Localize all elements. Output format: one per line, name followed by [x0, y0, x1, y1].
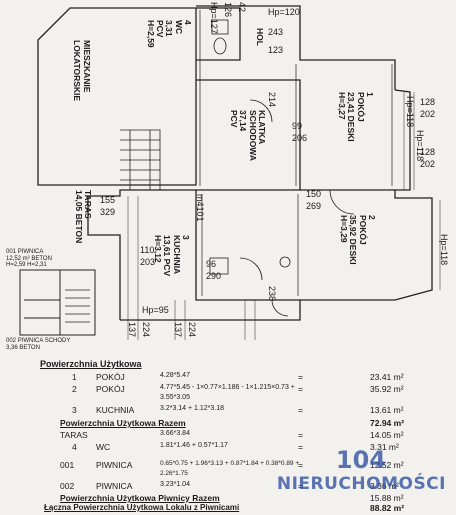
dim-label: 290 — [206, 271, 222, 281]
basement-outline — [19, 269, 96, 336]
dim-label: 128 — [420, 97, 436, 107]
kitchen-fixture — [279, 256, 291, 268]
watermark-logo: 104 NIERUCHOMOŚCI — [276, 446, 446, 494]
door-arc — [249, 99, 273, 123]
dim-label: 42 — [237, 2, 247, 13]
table-row-razem: Powierzchnia Użytkowa Razem 72.94 m² — [60, 418, 405, 428]
partition-wc — [196, 7, 241, 61]
table-row: 001 PIWNICA 0.65*0.75 + 1.96*3.13 + 0.87… — [60, 460, 404, 477]
dim-label: 110 — [140, 245, 155, 255]
dim-label: 126 — [223, 2, 233, 18]
outer-wall-left — [87, 189, 196, 320]
basement-stairs — [65, 289, 90, 323]
dim-label: Hp=118 — [405, 96, 415, 128]
dim-label: 224 — [141, 322, 151, 338]
hol-label: HOL — [255, 28, 265, 46]
dimension-line — [403, 92, 441, 290]
dim-label: 206 — [292, 133, 308, 143]
table-row: 3 KUCHNIA 3.2*3.14 + 1.12*3.18 = 13.61 m… — [72, 405, 404, 415]
kitchen-fixture — [209, 257, 229, 275]
partition-kitchen — [195, 190, 300, 301]
heading-powierzchnia-uzytkowa: Powierzchnia Użytkowa — [40, 359, 142, 369]
dim-label: 214 — [267, 92, 277, 108]
dim-label: 99 — [292, 121, 303, 131]
dim-label: 269 — [306, 201, 322, 211]
door-arc — [239, 257, 263, 281]
dim-label: 155 — [100, 195, 116, 205]
outer-wall-top — [196, 5, 396, 90]
dimension-line — [127, 196, 256, 340]
table-row: TARAS 3.66*3.84 = 14.05 m² — [60, 430, 404, 440]
room-piwnica-001: 001 PIWNICA 12,52 m² BETON H=2,59 H=2,31 — [6, 249, 52, 269]
table-row-laczna: Łączna Powierzchnia Użytkowa Lokalu z Pi… — [44, 503, 405, 513]
wc-fixture — [213, 37, 227, 55]
dim-label: Hp=95 — [142, 305, 169, 315]
stairs — [120, 129, 161, 190]
dim-label: 96 — [206, 259, 217, 269]
floor-plan-drawing — [19, 5, 441, 340]
room-piwnica-002: 002 PIWNICA SCHODY 3,36 BETON — [6, 338, 71, 351]
outer-wall-right — [394, 89, 433, 301]
neighbour-wall — [37, 7, 197, 186]
outer-wall-bottom — [120, 299, 395, 321]
dim-label: 224 — [187, 322, 197, 338]
dim-label: Hp=120 — [268, 7, 300, 17]
dim-label: 137 — [173, 322, 183, 338]
door-arc — [329, 189, 355, 215]
partition-stairwell — [196, 79, 301, 191]
dim-label: 137 — [127, 322, 137, 338]
dim-label: 202 — [420, 159, 436, 169]
dim-label: Hp=127 — [209, 2, 219, 34]
dim-label: 123 — [268, 45, 284, 55]
wc-fixture — [211, 19, 229, 35]
table-row: 2 POKÓJ 4.77*5.45 - 1×0.77×1.186 - 1×1.2… — [72, 384, 404, 401]
dim-label: 128 — [420, 147, 436, 157]
dim-label: 329 — [100, 207, 116, 217]
dim-label: 243 — [268, 27, 284, 37]
dim-label: 238 — [267, 286, 277, 302]
door-arc — [271, 299, 289, 317]
dim-label: m4101 — [195, 194, 205, 222]
dim-label: 202 — [420, 109, 436, 119]
table-row: 1 POKÓJ 4.28*5.47 = 23.41 m² — [72, 372, 404, 382]
table-row-piwnic-razem: Powierzchnia Użytkowa Piwnicy Razem 15.8… — [60, 493, 404, 503]
table-row: 002 PIWNICA 3.23*1.04 = 3.36 m² — [60, 481, 399, 491]
dim-label: 150 — [306, 189, 322, 199]
dim-label: 203 — [140, 257, 156, 267]
dim-label: Hp=118 — [439, 234, 449, 266]
table-row: 4 WC 1.81*1.46 + 0.57*1.17 = 3.31 m² — [72, 442, 399, 452]
